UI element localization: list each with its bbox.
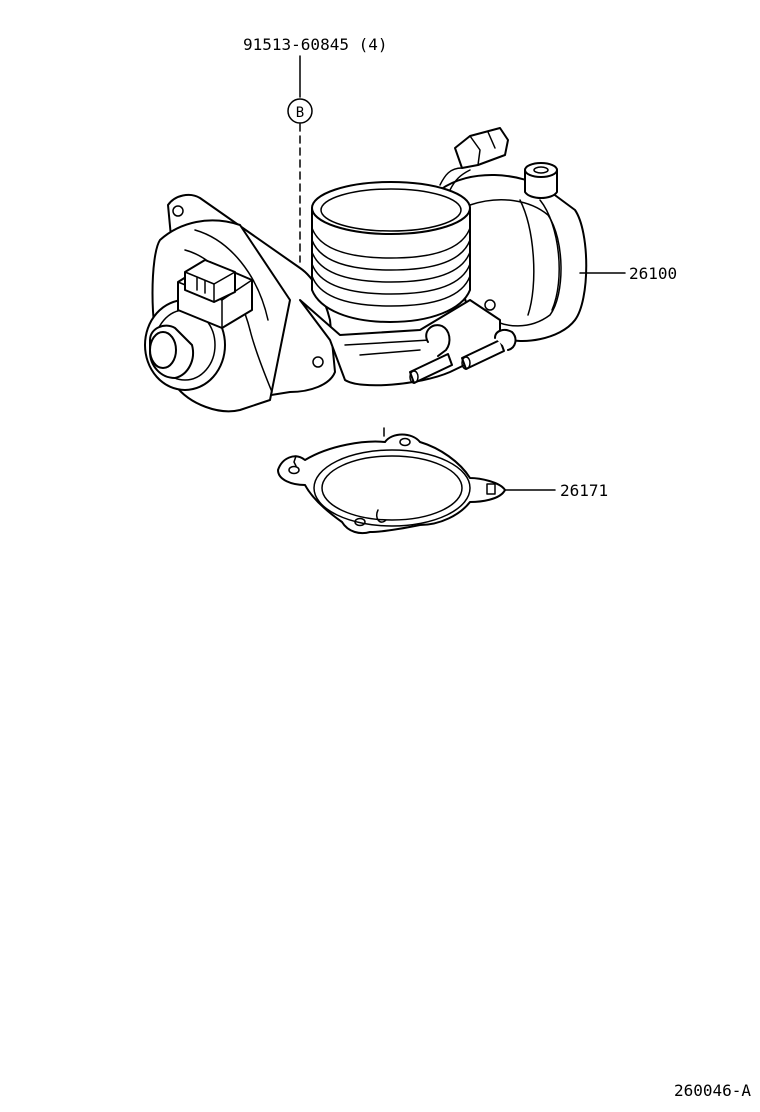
figure-id: 260046-A [674,1081,751,1100]
bore-opening [311,181,471,235]
bolt-ref-letter[interactable]: B [296,105,304,121]
throttle-body-part-number[interactable]: 26100 [629,264,677,283]
gasket-outline [277,433,506,535]
coolant-pipe-left [409,353,453,384]
coolant-pipe-right [461,339,505,370]
gasket-callout: 26171 [504,481,608,500]
gasket-drawing [277,427,506,535]
sensor-connector [454,127,509,169]
bolt-ref-circle [287,98,313,124]
gasket-part-number[interactable]: 26171 [560,481,608,500]
bolt-part-number[interactable]: 91513-60845 (4) [243,35,388,54]
throttle-body-drawing [144,127,588,413]
gasket-bore [313,449,471,527]
bore-body [311,207,471,323]
throttle-body-callout: 26100 [579,264,677,283]
bolt-callout: 91513-60845 (4) B [243,35,388,263]
